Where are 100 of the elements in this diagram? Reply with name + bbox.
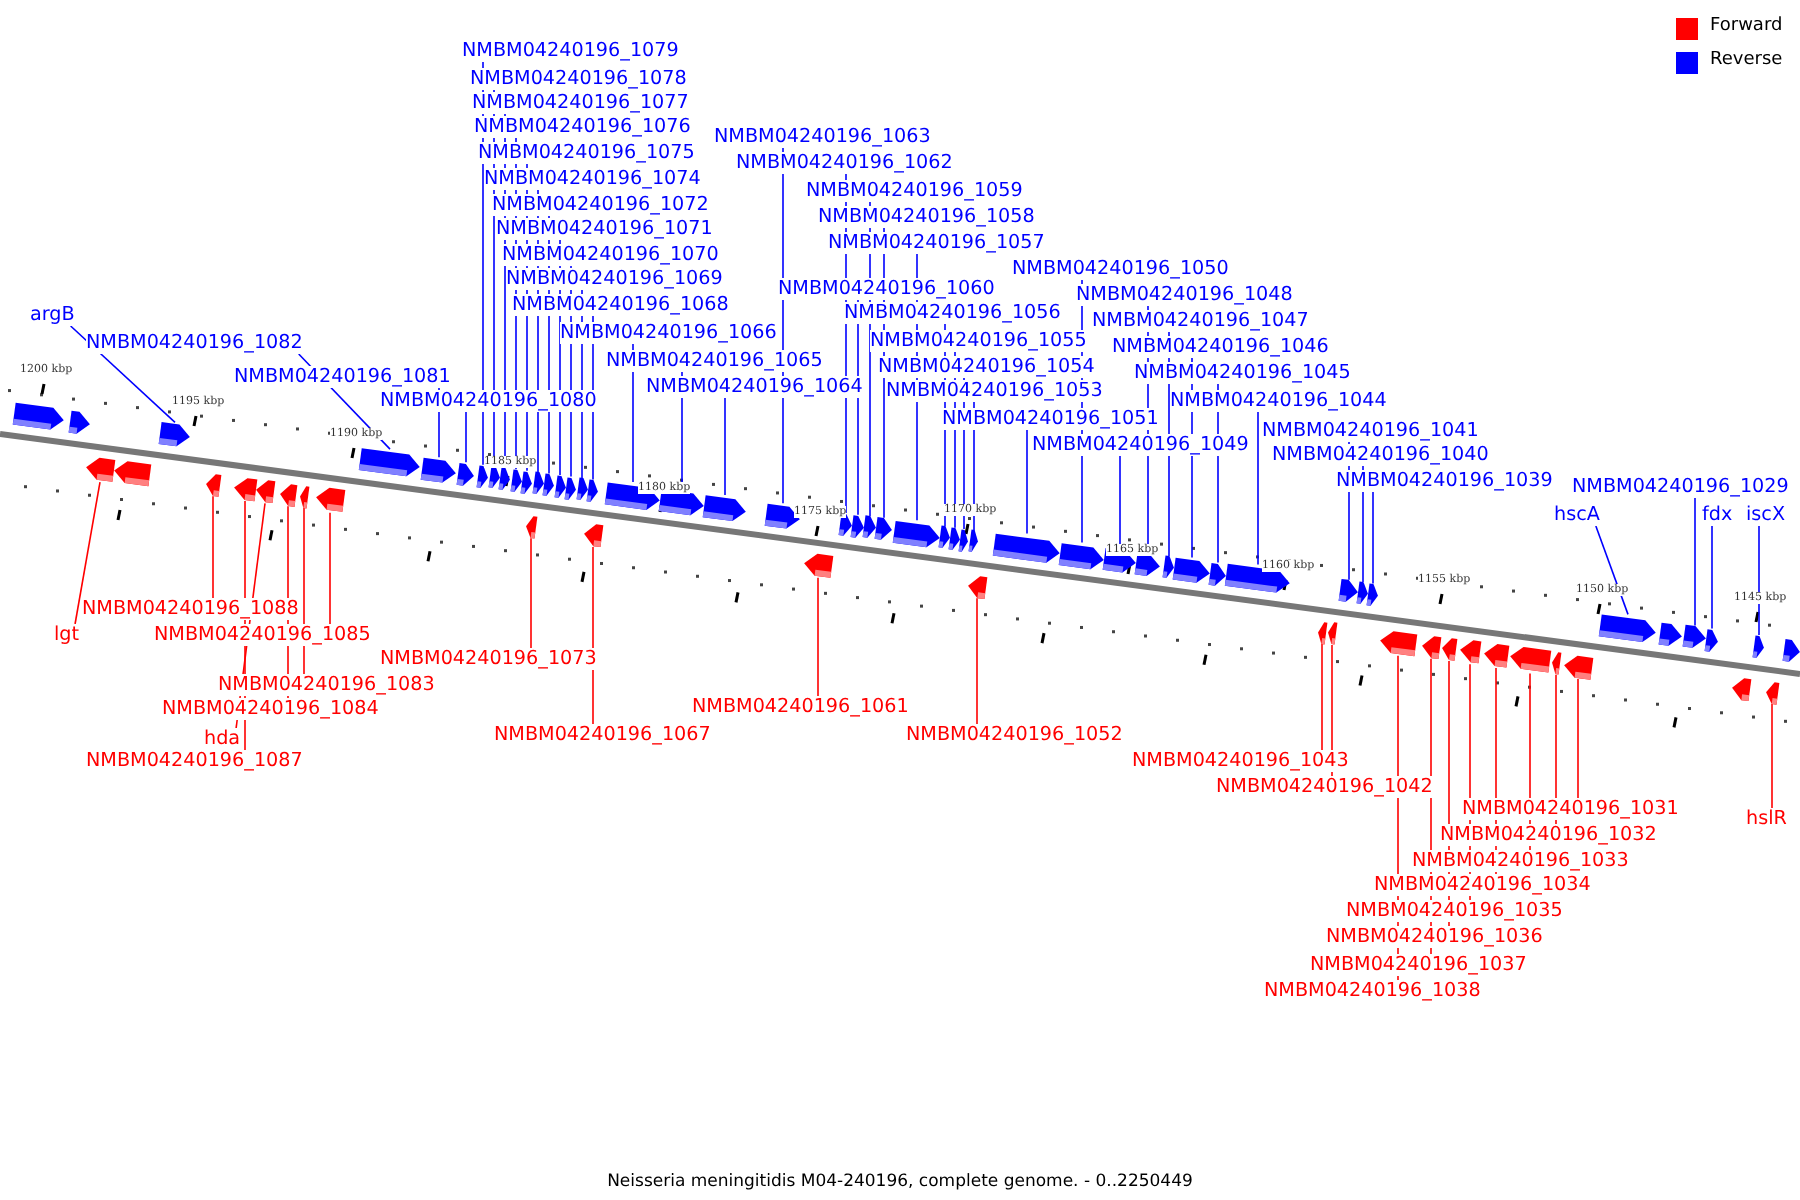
- leader-line: [724, 397, 726, 496]
- gene-glyph: [254, 479, 276, 504]
- gene-glyph: [575, 478, 589, 502]
- gene-glyph: [112, 460, 152, 487]
- gene-label: NMBM04240196_1061: [692, 696, 909, 718]
- gene-label: NMBM04240196_1077: [472, 92, 689, 114]
- leader-line: [530, 537, 532, 649]
- leader-line: [69, 325, 176, 424]
- gene-label: NMBM04240196_1078: [470, 68, 687, 90]
- gene-glyph: [966, 574, 988, 599]
- gene-label: NMBM04240196_1036: [1326, 926, 1543, 948]
- gene-label: NMBM04240196_1057: [828, 232, 1045, 254]
- gene-label: NMBM04240196_1064: [646, 376, 863, 398]
- gene-glyph: [1356, 582, 1370, 606]
- gene-glyph: [314, 487, 346, 513]
- gene-glyph: [520, 470, 534, 494]
- gene-glyph: [204, 472, 222, 497]
- gene-glyph: [1782, 638, 1800, 663]
- gene-label: NMBM04240196_1043: [1132, 750, 1349, 772]
- caption: Neisseria meningitidis M04-240196, complete genome. - 0..2250449: [607, 1172, 1193, 1192]
- gene-glyph: [1316, 620, 1328, 644]
- gene-glyph: [582, 522, 604, 548]
- gene-glyph: [874, 517, 894, 542]
- gene-label: NMBM04240196_1067: [494, 724, 711, 746]
- gene-label: NMBM04240196_1031: [1462, 798, 1679, 820]
- gene-label: NMBM04240196_1076: [474, 116, 691, 138]
- gene-glyph: [542, 473, 556, 497]
- gene-label: NMBM04240196_1042: [1216, 776, 1433, 798]
- gene-label: NMBM04240196_1046: [1112, 336, 1329, 358]
- leader-line: [1321, 642, 1323, 751]
- gene-label: NMBM04240196_1066: [560, 322, 777, 344]
- gene-glyph: [158, 422, 192, 449]
- leader-line: [976, 597, 978, 725]
- gene-label: NMBM04240196_1059: [806, 180, 1023, 202]
- leader-line: [329, 511, 331, 625]
- gene-label: hscA: [1554, 504, 1600, 526]
- gene-label: NMBM04240196_1069: [506, 268, 723, 290]
- gene-label: NMBM04240196_1063: [714, 126, 931, 148]
- gene-label: NMBM04240196_1074: [484, 168, 701, 190]
- gene-glyph: [84, 456, 116, 483]
- gene-glyph: [1208, 562, 1228, 587]
- leader-line: [1372, 491, 1374, 585]
- gene-glyph: [850, 514, 866, 539]
- leader-line: [1711, 525, 1713, 630]
- gene-glyph: [531, 472, 545, 496]
- gene-glyph: [524, 515, 538, 539]
- gene-label: NMBM04240196_1082: [86, 332, 303, 354]
- gene-label: NMBM04240196_1038: [1264, 980, 1481, 1002]
- gene-glyph: [958, 529, 970, 552]
- gene-label: NMBM04240196_1065: [606, 350, 823, 372]
- gene-glyph: [1764, 680, 1780, 704]
- gene-label: NMBM04240196_1033: [1412, 850, 1629, 872]
- gene-glyph: [586, 479, 600, 503]
- gene-glyph: [476, 464, 490, 488]
- gene-label: NMBM04240196_1051: [942, 408, 1159, 430]
- gene-label: NMBM04240196_1049: [1032, 434, 1249, 456]
- leader-line: [1026, 429, 1028, 535]
- gene-glyph: [1482, 642, 1510, 668]
- gene-label: NMBM04240196_1055: [870, 330, 1087, 352]
- gene-glyph: [1366, 583, 1380, 607]
- leader-line: [212, 495, 214, 599]
- gene-glyph: [564, 476, 578, 500]
- gene-label: NMBM04240196_1083: [218, 674, 435, 696]
- leader-line: [1577, 678, 1579, 799]
- leader-line: [1771, 703, 1773, 809]
- gene-label: NMBM04240196_1073: [380, 648, 597, 670]
- gene-glyph: [862, 516, 878, 540]
- gene-label: NMBM04240196_1039: [1336, 470, 1553, 492]
- gene-label: NMBM04240196_1058: [818, 206, 1035, 228]
- gene-label: NMBM04240196_1080: [380, 390, 597, 412]
- leader-line: [1257, 411, 1259, 566]
- gene-label: NMBM04240196_1045: [1134, 362, 1351, 384]
- leader-line: [1758, 525, 1760, 636]
- gene-glyph: [702, 494, 748, 523]
- gene-label: hslR: [1746, 808, 1787, 830]
- legend-label: Forward: [1710, 16, 1783, 36]
- gene-label: NMBM04240196_1040: [1272, 444, 1489, 466]
- gene-glyph: [1550, 651, 1562, 675]
- gene-glyph: [948, 527, 962, 551]
- gene-glyph: [1420, 634, 1442, 659]
- gene-label: NMBM04240196_1084: [162, 698, 379, 720]
- leader-line: [1595, 525, 1629, 616]
- gene-glyph: [938, 526, 952, 550]
- gene-label: NMBM04240196_1034: [1374, 874, 1591, 896]
- gene-label: NMBM04240196_1056: [844, 302, 1061, 324]
- gene-glyph: [498, 467, 512, 491]
- gene-label: NMBM04240196_1062: [736, 152, 953, 174]
- gene-label: NMBM04240196_1072: [492, 194, 709, 216]
- gene-label: NMBM04240196_1035: [1346, 900, 1563, 922]
- gene-label: NMBM04240196_1041: [1262, 420, 1479, 442]
- gene-label: NMBM04240196_1088: [82, 598, 299, 620]
- gene-glyph: [1440, 637, 1458, 661]
- gene-label: NMBM04240196_1068: [512, 294, 729, 316]
- leader-line: [592, 546, 594, 725]
- gene-glyph: [68, 410, 92, 435]
- gene-label: NMBM04240196_1054: [878, 356, 1095, 378]
- gene-glyph: [1658, 622, 1684, 648]
- gene-label: NMBM04240196_1052: [906, 724, 1123, 746]
- gene-glyph: [1058, 542, 1106, 571]
- gene-glyph: [1752, 634, 1766, 659]
